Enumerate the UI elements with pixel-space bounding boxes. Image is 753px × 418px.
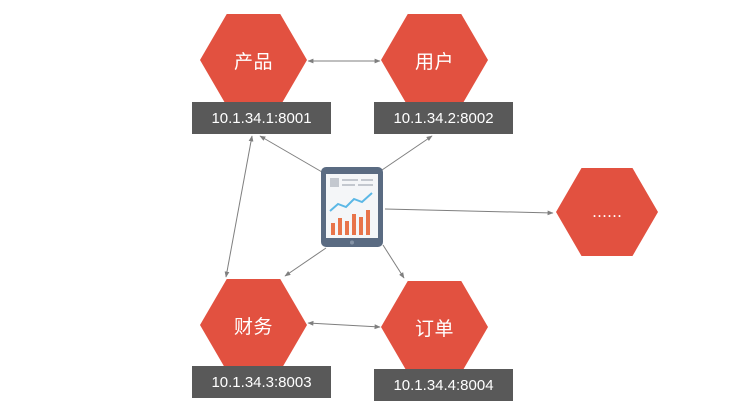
node-finance-address: 10.1.34.3:8003 [192,366,331,398]
node-finance-label: 财务 [233,315,273,338]
link-hub-user [381,135,433,171]
node-order: 订单 [381,281,488,373]
link-finance-order [307,320,381,330]
node-product-label: 产品 [233,50,273,73]
link-hub-product [259,135,323,173]
node-order-address: 10.1.34.4:8004 [374,369,513,401]
link-hub-finance [284,247,327,277]
link-hub-order [382,244,405,279]
node-product-address: 10.1.34.1:8001 [192,102,331,134]
link-product-finance [224,135,254,278]
node-user-address: 10.1.34.2:8002 [374,102,513,134]
link-hub-more [384,208,554,216]
tablet-dashboard-icon [321,167,383,247]
node-user: 用户 [381,14,488,106]
node-more: …… [556,168,658,256]
node-user-label: 用户 [414,50,454,73]
node-finance: 财务 [200,279,307,371]
node-order-label: 订单 [414,317,454,340]
node-more-label: …… [592,203,622,221]
